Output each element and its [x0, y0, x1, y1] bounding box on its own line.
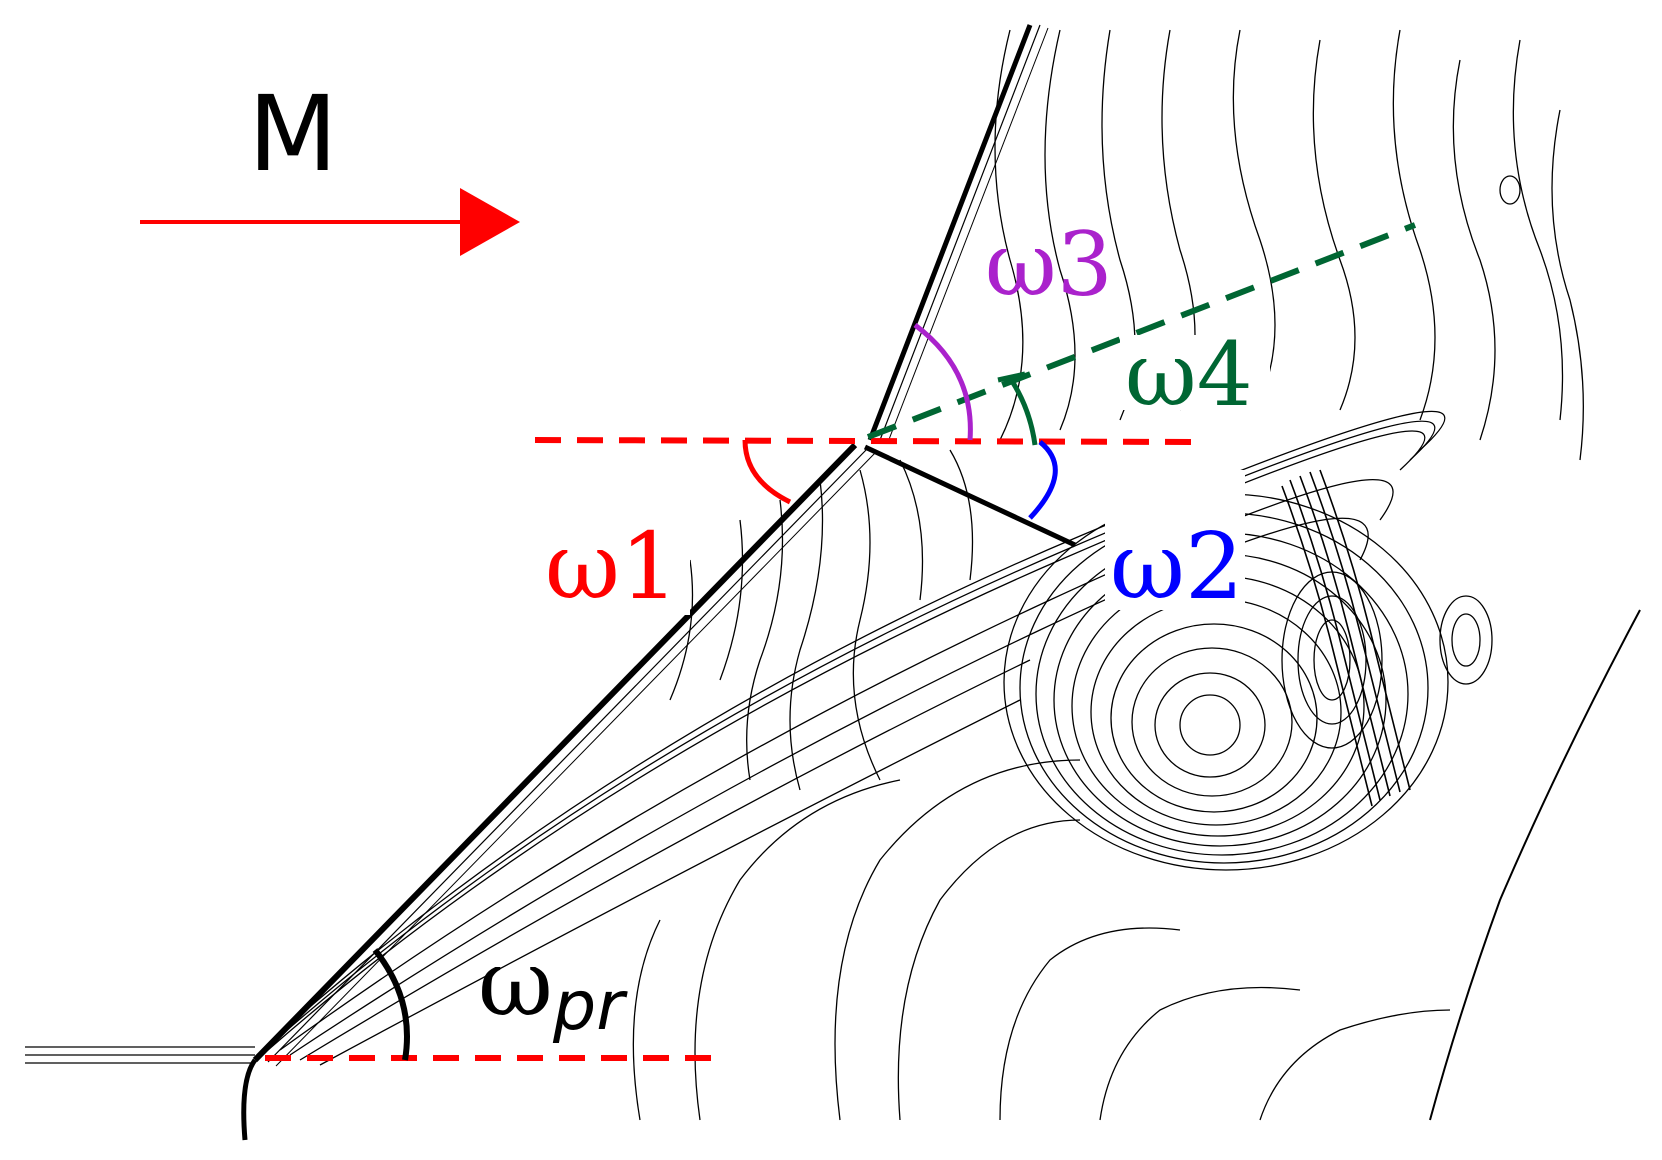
shock-waves [25, 24, 1077, 1141]
label-bg-w2 [1105, 470, 1245, 610]
angle-label-w3: ω3 [985, 213, 1113, 316]
angle-label-w1: ω1 [545, 513, 679, 620]
primary-shock [252, 442, 858, 1063]
flow-label: M [248, 73, 338, 195]
wpr-symbol: ω [478, 930, 553, 1037]
reflected-shock [863, 444, 1077, 548]
incident-shock [867, 24, 1033, 441]
right-shock [1429, 609, 1641, 1121]
angle-arcs [372, 323, 1058, 1061]
arc-w4 [1007, 376, 1038, 446]
labels: M ω1 ω2 ω3 ω4 ωpr [248, 73, 1270, 1046]
compression-band [1281, 469, 1411, 807]
angle-label-wpr: ωpr [478, 930, 628, 1046]
label-bg-w1 [540, 505, 690, 615]
label-bg-w4 [1120, 335, 1270, 410]
shear-layer [267, 410, 1446, 1066]
angle-label-w2: ω2 [1110, 513, 1244, 620]
density-contours [267, 29, 1641, 1121]
arc-wpr [372, 948, 410, 1061]
lower-contours [632, 759, 1451, 1121]
slip-line [866, 222, 1417, 440]
wpr-subscript: pr [552, 967, 628, 1046]
arc-w3 [913, 323, 973, 441]
angle-label-w4: ω4 [1125, 323, 1253, 426]
arrow-right-icon [140, 188, 520, 256]
upper-contours [994, 29, 1584, 461]
arc-w1 [742, 439, 792, 505]
reference-line-upper [534, 437, 1196, 445]
reference-lines [265, 222, 1417, 1061]
wall-corner [241, 1058, 258, 1141]
arc-w2 [1028, 440, 1058, 520]
